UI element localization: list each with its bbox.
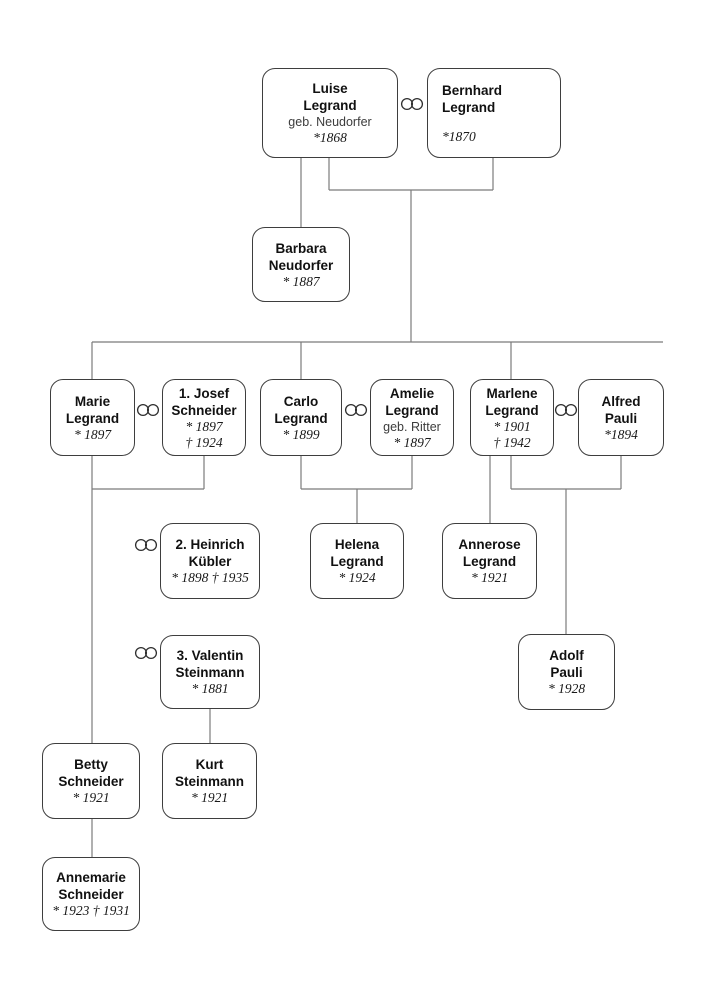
marriage-icon xyxy=(134,538,158,552)
person-death-year: † 1942 xyxy=(493,434,531,450)
person-name: Legrand xyxy=(485,402,539,418)
person-birth-year: * 1897 xyxy=(73,426,112,442)
person-name: Legrand xyxy=(303,98,357,113)
person-name: 2. Heinrich xyxy=(175,537,245,552)
person-name: Steinmann xyxy=(174,774,244,789)
person-box-marlene-legrand[interactable]: Marlene Legrand * 1901 † 1942 xyxy=(470,379,554,456)
person-box-bernhard-legrand[interactable]: Bernhard Legrand *1870 xyxy=(427,68,561,158)
person-box-adolf-pauli[interactable]: Adolf Pauli * 1928 xyxy=(518,634,615,710)
marriage-icon xyxy=(134,646,158,660)
person-birth-year: * 1881 xyxy=(191,681,229,696)
person-birth-death: * 1923 † 1931 xyxy=(52,903,130,918)
person-name: Betty xyxy=(74,757,108,772)
person-name: Amelie xyxy=(389,385,435,401)
person-box-helena-legrand[interactable]: Helena Legrand * 1924 xyxy=(310,523,404,599)
person-birth-death: * 1898 † 1935 xyxy=(171,570,249,585)
person-death-year: † 1924 xyxy=(185,434,223,450)
person-name: Pauli xyxy=(604,410,638,426)
person-birth-year: * 1928 xyxy=(547,681,586,696)
person-name: Schneider xyxy=(58,887,124,902)
person-name: Neudorfer xyxy=(268,257,334,273)
person-name: Helena xyxy=(334,537,380,552)
marriage-icon xyxy=(344,403,368,417)
person-name: Legrand xyxy=(274,410,328,426)
person-birth-year: *1868 xyxy=(313,130,347,145)
person-name: Marlene xyxy=(486,385,538,401)
person-name: Legrand xyxy=(385,402,439,418)
person-name: Pauli xyxy=(550,665,583,680)
person-birth-year: * 1921 xyxy=(72,790,110,805)
person-name: Adolf xyxy=(549,648,584,663)
person-maiden-name: geb. Ritter xyxy=(383,419,441,434)
person-box-luise-legrand[interactable]: Luise Legrand geb. Neudorfer *1868 xyxy=(262,68,398,158)
person-name: Legrand xyxy=(65,410,120,426)
person-name: Kurt xyxy=(195,757,224,772)
person-name: Annerose xyxy=(458,537,521,552)
person-name: Carlo xyxy=(283,393,319,409)
person-name: Kübler xyxy=(188,554,232,569)
person-box-annemarie-schneider[interactable]: Annemarie Schneider * 1923 † 1931 xyxy=(42,857,140,931)
person-box-barbara-neudorfer[interactable]: Barbara Neudorfer * 1887 xyxy=(252,227,350,302)
person-box-alfred-pauli[interactable]: Alfred Pauli *1894 xyxy=(578,379,664,456)
marriage-icon xyxy=(400,97,424,111)
person-name: Schneider xyxy=(171,402,237,418)
person-box-josef-schneider[interactable]: 1. Josef Schneider * 1897 † 1924 xyxy=(162,379,246,456)
person-name: Legrand xyxy=(442,99,496,115)
person-birth-year: * 1887 xyxy=(282,273,320,289)
person-birth-year: *1870 xyxy=(442,128,476,144)
person-name: Steinmann xyxy=(175,665,245,680)
person-birth-year: * 1921 xyxy=(190,790,229,805)
person-box-carlo-legrand[interactable]: Carlo Legrand * 1899 xyxy=(260,379,342,456)
person-birth-year: * 1897 xyxy=(393,434,431,450)
person-box-amelie-legrand[interactable]: Amelie Legrand geb. Ritter * 1897 xyxy=(370,379,454,456)
person-maiden-name: geb. Neudorfer xyxy=(288,115,372,129)
person-birth-year: * 1897 xyxy=(185,418,223,434)
person-name: Annemarie xyxy=(56,870,126,885)
person-birth-year: * 1901 xyxy=(493,418,531,434)
person-box-marie-legrand[interactable]: Marie Legrand * 1897 xyxy=(50,379,135,456)
person-box-annerose-legrand[interactable]: Annerose Legrand * 1921 xyxy=(442,523,537,599)
person-name: Schneider xyxy=(58,774,124,789)
person-birth-year: * 1924 xyxy=(338,570,376,585)
person-name: Legrand xyxy=(462,554,517,569)
person-name: Marie xyxy=(74,393,111,409)
person-birth-year: *1894 xyxy=(604,426,638,442)
marriage-icon xyxy=(554,403,578,417)
person-box-valentin-steinmann[interactable]: 3. Valentin Steinmann * 1881 xyxy=(160,635,260,709)
person-name: Legrand xyxy=(330,554,384,569)
person-box-heinrich-kuebler[interactable]: 2. Heinrich Kübler * 1898 † 1935 xyxy=(160,523,260,599)
person-name: Bernhard xyxy=(442,82,503,98)
person-birth-year: * 1899 xyxy=(282,426,320,442)
person-name: Luise xyxy=(312,81,348,96)
person-name: 3. Valentin xyxy=(176,648,244,663)
marriage-icon xyxy=(136,403,160,417)
connector-lines xyxy=(91,158,663,857)
person-name: Alfred xyxy=(601,393,641,409)
person-name: 1. Josef xyxy=(178,385,230,401)
person-name: Barbara xyxy=(275,240,327,256)
person-box-kurt-steinmann[interactable]: Kurt Steinmann * 1921 xyxy=(162,743,257,819)
person-birth-year: * 1921 xyxy=(470,570,509,585)
marriage-icons xyxy=(134,97,578,660)
person-box-betty-schneider[interactable]: Betty Schneider * 1921 xyxy=(42,743,140,819)
